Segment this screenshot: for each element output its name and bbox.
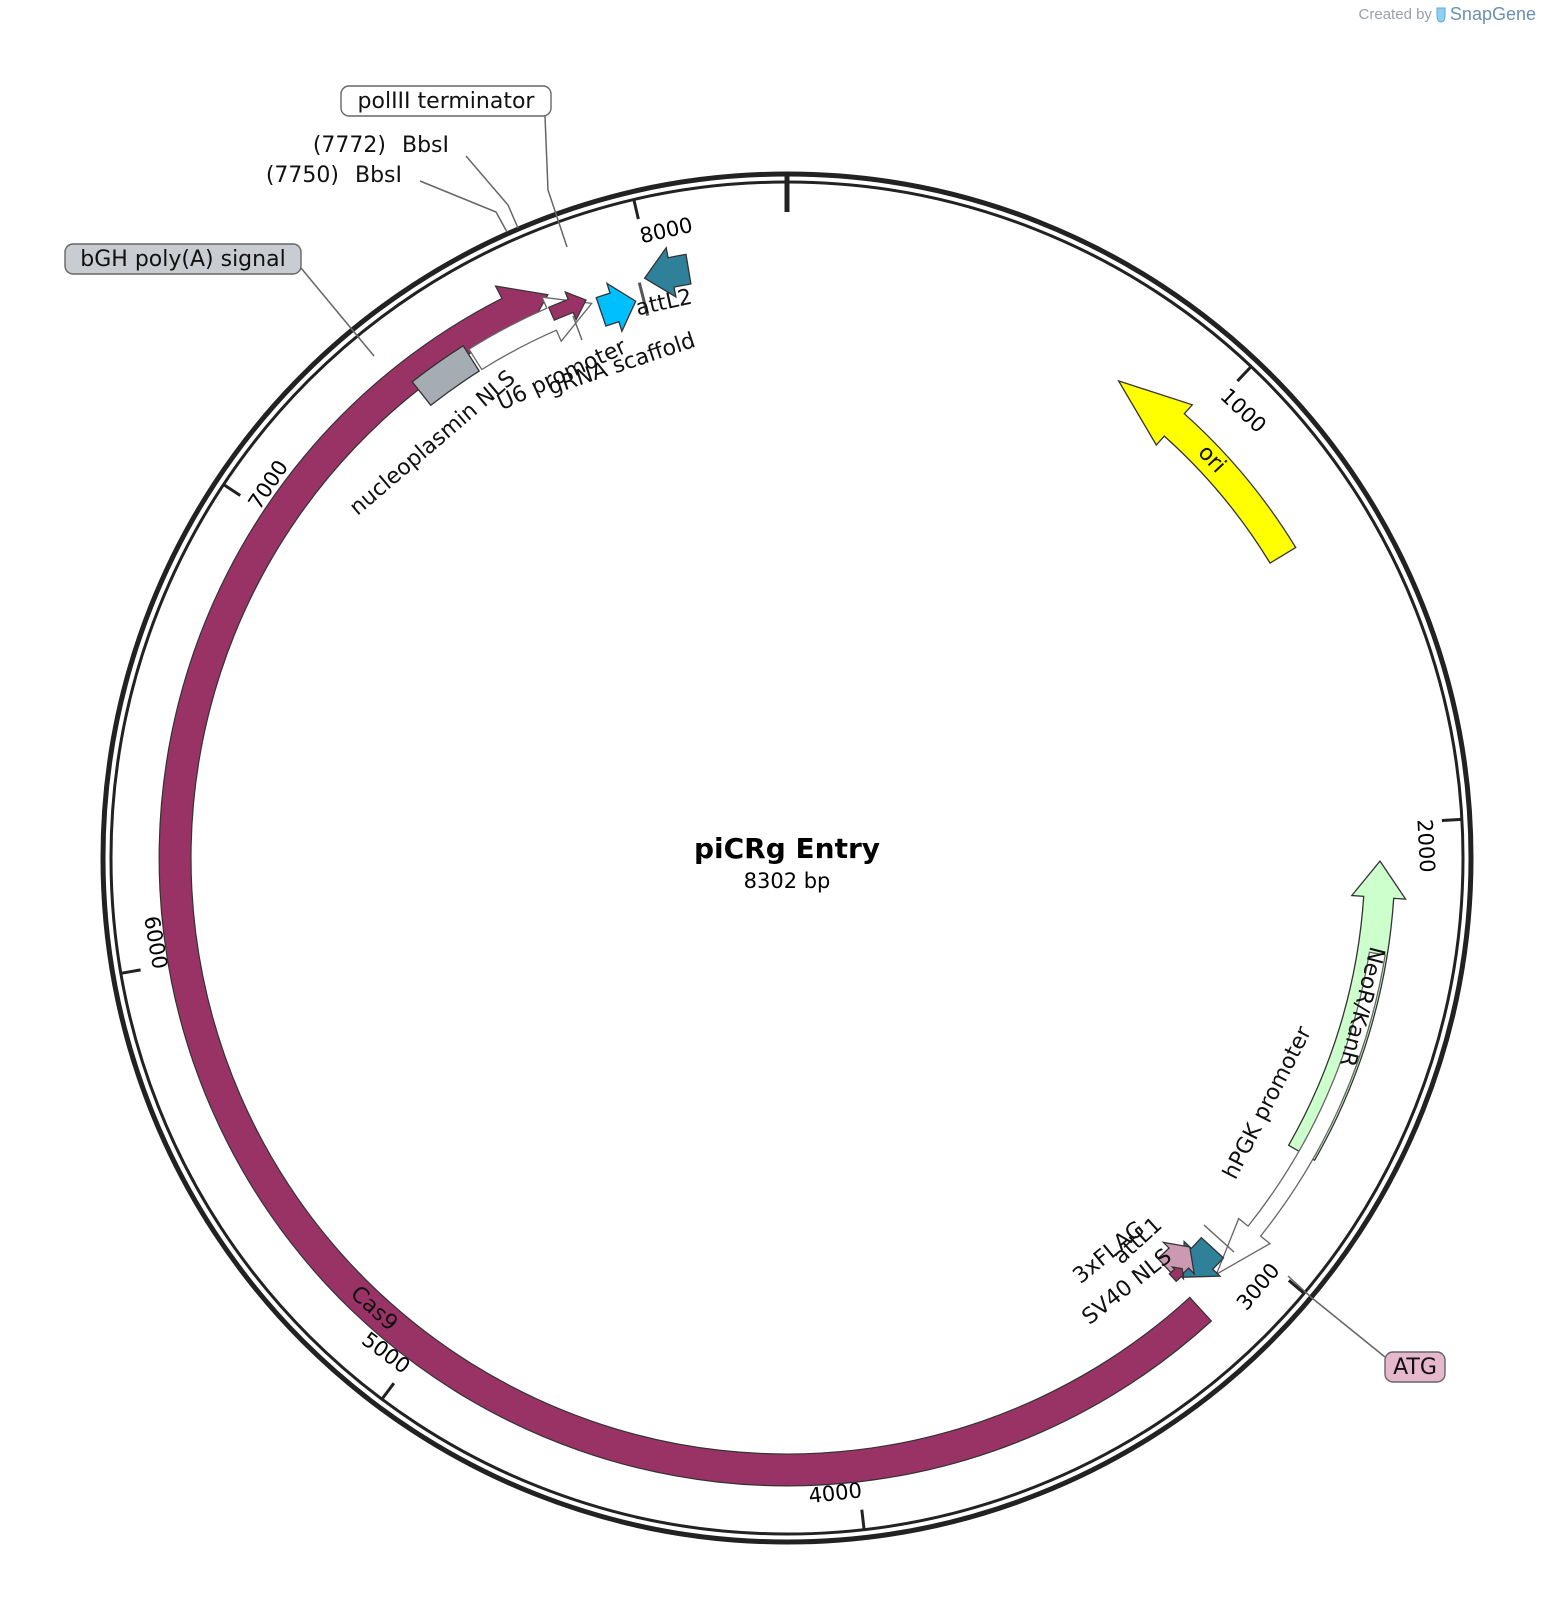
tick-mark bbox=[222, 483, 242, 497]
tick-mark bbox=[1236, 365, 1253, 383]
polIII-leader bbox=[544, 115, 568, 248]
bbsi-7772-position: (7772) bbox=[313, 133, 386, 158]
atg-callout: ATG bbox=[1393, 1355, 1437, 1380]
feature-attl2 bbox=[643, 246, 692, 299]
bgh-leader bbox=[300, 267, 375, 357]
tick-mark bbox=[1441, 817, 1462, 823]
tick-mark bbox=[632, 199, 640, 220]
tick-mark bbox=[120, 968, 141, 975]
feature-bgh-poly-a-signal bbox=[411, 344, 481, 407]
tick-mark bbox=[860, 1509, 866, 1530]
polIII-terminator-callout-box bbox=[340, 85, 552, 117]
bbsi-7772-name: BbsI bbox=[402, 133, 449, 158]
tick-label: 2000 bbox=[1412, 819, 1439, 874]
polIII-terminator-mark bbox=[637, 282, 650, 316]
atg-leader bbox=[1287, 1275, 1386, 1358]
atg-callout-box bbox=[1384, 1351, 1446, 1383]
feature-label: NeoR/KanR bbox=[1334, 944, 1389, 1069]
snapgene-logo-icon bbox=[1436, 7, 1446, 23]
feature-cas9 bbox=[158, 285, 1213, 1487]
feature-arrows bbox=[158, 246, 1407, 1487]
tick-label: 8000 bbox=[637, 213, 695, 248]
tick-mark bbox=[1287, 1279, 1306, 1295]
bbsi-7750-name: BbsI bbox=[355, 163, 402, 188]
feature-ori bbox=[1117, 379, 1297, 564]
plasmid-length: 8302 bp bbox=[744, 869, 831, 893]
3xflag-leader bbox=[1203, 1224, 1235, 1253]
feature-grna-scaffold bbox=[595, 282, 637, 334]
credit-brand: SnapGene bbox=[1449, 4, 1536, 24]
bgh-polya-callout-box bbox=[64, 243, 302, 275]
grna-leader bbox=[572, 315, 583, 341]
tick-mark bbox=[380, 1382, 396, 1401]
bgh-polya-callout: bGH poly(A) signal bbox=[80, 247, 285, 272]
bbsi-7750-position: (7750) bbox=[266, 163, 339, 188]
feature-sv40-nls bbox=[1168, 1266, 1185, 1283]
plasmid-backbone bbox=[100, 171, 1474, 1545]
plasmid-name: piCRg Entry bbox=[694, 832, 880, 865]
tick-label: 1000 bbox=[1216, 384, 1271, 438]
feature-nucleoplasmin-nls bbox=[547, 290, 587, 322]
snapgene-credit: Created by SnapGene bbox=[1359, 4, 1536, 25]
tick-label: 3000 bbox=[1232, 1259, 1285, 1315]
credit-prefix: Created by bbox=[1358, 6, 1432, 23]
bbsi-7750-leader bbox=[419, 180, 508, 233]
bbsi-7772-leader bbox=[465, 155, 519, 229]
polIII-terminator-callout: polIII terminator bbox=[358, 89, 536, 114]
feature-neor-kanr bbox=[1287, 860, 1407, 1162]
callouts: polIII terminator (7772) BbsI (7750) BbsI bGH… bbox=[64, 85, 1446, 1383]
